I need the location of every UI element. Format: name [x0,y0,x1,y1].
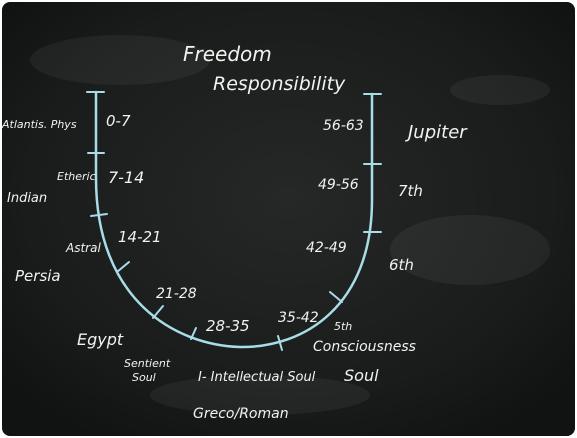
age-range-14-21: 14-21 [118,228,162,246]
label-6th: 6th [389,256,414,274]
age-range-49-56: 49-56 [318,177,359,193]
age-range-28-35: 28-35 [206,317,250,335]
tick-14 [90,213,108,217]
tick-35-left [190,327,197,340]
label-7th: 7th [398,182,423,200]
tick-28 [152,305,164,319]
label-jupiter: Jupiter [405,122,468,143]
age-range-7-14: 7-14 [108,168,144,187]
label-indian: Indian [7,191,47,206]
label-sentient: Sentient [124,357,171,370]
chalk-smudges [30,35,550,415]
header-freedom: Freedom [183,42,272,66]
label-astral: Astral [65,241,101,255]
header-responsibility: Responsibility [213,73,346,95]
label-intellectual-soul: I- Intellectual Soul [198,370,316,385]
label-greco-roman: Greco/Roman [193,406,289,422]
label-5th: 5th [334,320,352,333]
label-soul: Soul [344,366,379,385]
age-range-35-42: 35-42 [278,310,319,326]
age-range-56-63: 56-63 [323,118,364,134]
life-curve [94,90,374,349]
age-range-21-28: 21-28 [156,286,197,302]
tick-21 [116,261,130,273]
label-etheric: Etheric [57,170,96,183]
label-consciousness: Consciousness [313,339,416,355]
label-egypt: Egypt [77,330,124,349]
label-persia: Persia [15,267,61,285]
label-sentient-soul: Soul [132,371,156,384]
curve-ticks [86,91,382,351]
age-range-42-49: 42-49 [306,240,347,256]
age-range-0-7: 0-7 [106,112,131,130]
tick-35 [277,335,283,351]
tick-42 [329,291,343,303]
label-atlantis-phys: Atlantis. Phys [1,118,77,131]
